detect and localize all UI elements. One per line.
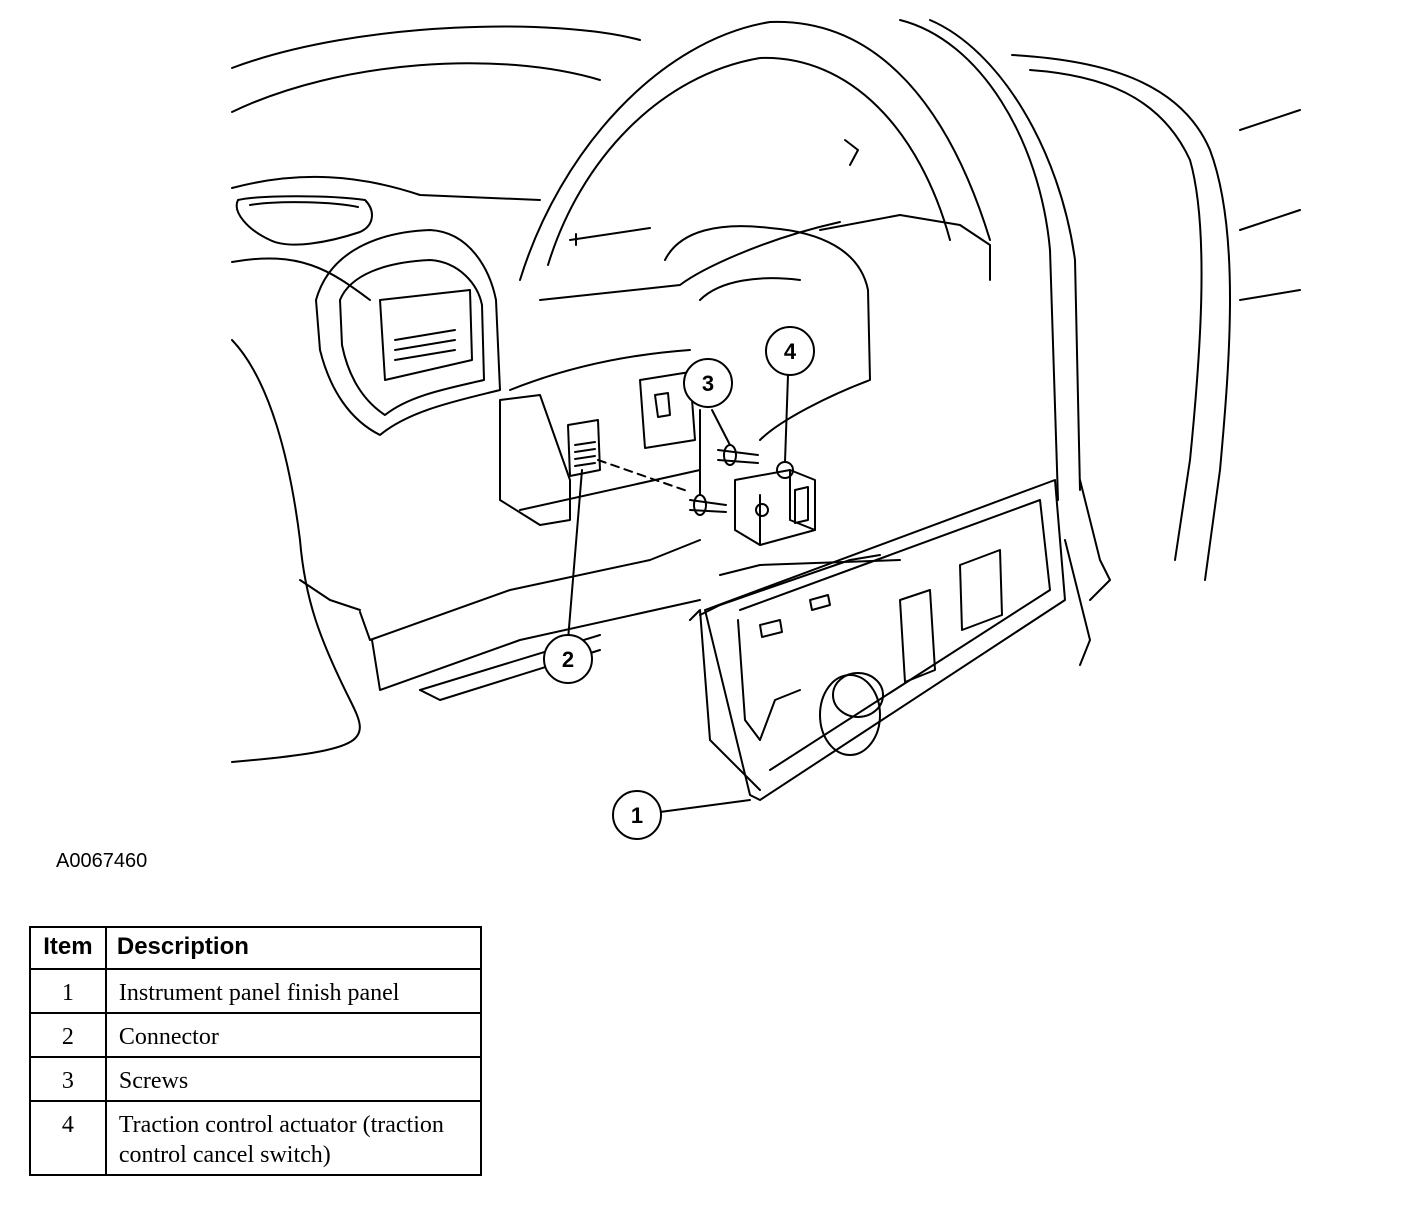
table-row: 1 Instrument panel finish panel bbox=[29, 968, 483, 1014]
left-air-vent bbox=[315, 229, 501, 436]
upper-vent bbox=[235, 195, 373, 246]
svg-text:2: 2 bbox=[562, 647, 574, 672]
mounting-bracket bbox=[499, 371, 696, 526]
door-frame bbox=[899, 19, 1301, 666]
svg-text:1: 1 bbox=[631, 803, 643, 828]
table-row: 3 Screws bbox=[29, 1056, 483, 1102]
item-description: Connector bbox=[104, 1012, 483, 1058]
item-number: 2 bbox=[29, 1012, 107, 1058]
figure-id: A0067460 bbox=[56, 850, 148, 872]
svg-text:4: 4 bbox=[784, 339, 797, 364]
screws bbox=[689, 444, 759, 516]
callout-2: 2 bbox=[543, 634, 593, 684]
callout-4: 4 bbox=[765, 326, 815, 376]
connector bbox=[567, 419, 691, 493]
finish-panel bbox=[689, 479, 1066, 801]
exploded-view-illustration: 1 2 3 4 bbox=[231, 19, 1301, 840]
table-row: 2 Connector bbox=[29, 1012, 483, 1058]
svg-text:3: 3 bbox=[702, 371, 714, 396]
table-header-row: Item Description bbox=[29, 926, 483, 970]
item-description: Traction control actuator (traction cont… bbox=[104, 1100, 483, 1176]
callout-3: 3 bbox=[683, 358, 733, 408]
leader-lines bbox=[567, 374, 789, 813]
column-header-item: Item bbox=[29, 926, 107, 970]
item-description: Screws bbox=[104, 1056, 483, 1102]
item-number: 1 bbox=[29, 968, 107, 1014]
dashboard-outline bbox=[231, 25, 841, 763]
item-number: 4 bbox=[29, 1100, 107, 1176]
item-number: 3 bbox=[29, 1056, 107, 1102]
item-description: Instrument panel finish panel bbox=[104, 968, 483, 1014]
table-row: 4 Traction control actuator (traction co… bbox=[29, 1100, 483, 1176]
traction-control-actuator bbox=[734, 461, 816, 546]
callout-1: 1 bbox=[612, 790, 662, 840]
legend-table: Item Description 1 Instrument panel fini… bbox=[29, 926, 483, 1176]
steering-column bbox=[519, 20, 991, 441]
column-header-description: Description bbox=[104, 926, 483, 970]
